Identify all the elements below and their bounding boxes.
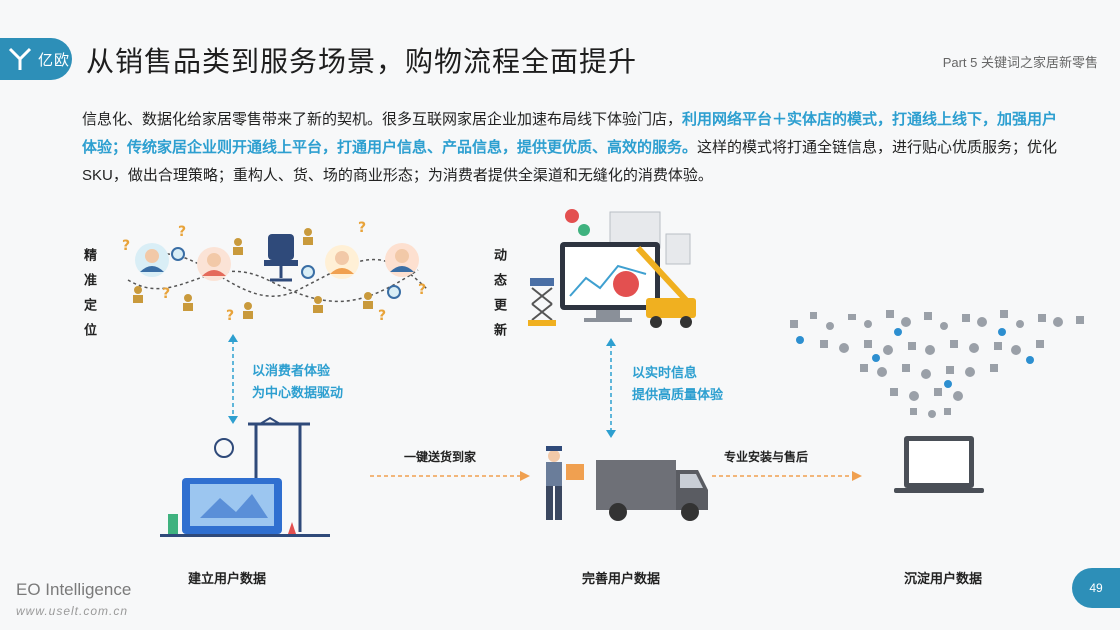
highlighted-data-icons	[796, 328, 1034, 388]
delivery-truck-illustration	[546, 446, 708, 521]
note-left-line-1: 以消费者体验	[252, 363, 331, 378]
intro-text-1: 信息化、数据化给家居零售带来了新的契机。很多互联网家居企业加速布局线下体验门店，	[82, 111, 683, 128]
scissor-lift-icon	[528, 278, 556, 326]
svg-text:?: ?	[122, 238, 130, 254]
data-icons-cloud	[790, 310, 1084, 418]
footer-brand: EO Intelligence	[16, 580, 132, 599]
gear-icon	[214, 438, 234, 458]
precise-positioning-label: 精准定位	[82, 248, 97, 348]
check-icon	[578, 224, 590, 236]
intro-paragraph: 信息化、数据化给家居零售带来了新的契机。很多互联网家居企业加速布局线下体验门店，…	[82, 106, 1062, 190]
step-build-user-data: 建立用户数据	[187, 571, 266, 586]
truck-icon	[596, 460, 708, 521]
connector-middle	[606, 338, 616, 438]
svg-text:?: ?	[418, 282, 426, 298]
person-icon	[133, 228, 373, 319]
step-accumulate-user-data: 沉淀用户数据	[903, 571, 982, 586]
laptop-icon	[894, 436, 984, 493]
note-consumer-driven: 以消费者体验 为中心数据驱动	[252, 360, 343, 404]
page-title: 从销售品类到服务场景，购物流程全面提升	[86, 46, 638, 77]
connector-left	[228, 334, 238, 424]
step-refine-user-data: 完善用户数据	[581, 571, 660, 586]
avatar-icon	[385, 243, 419, 277]
intro-text-2: 这样的模式将打通全链信息，进行贴心优质服务；优化SKU，做出合理策略；重构人、货…	[82, 139, 1058, 184]
intro-highlight: 利用网络平台＋实体店的模式，打通线上线下，加强用户体验；传统家居企业则开通线上平…	[82, 111, 1058, 156]
dynamic-update-label: 动态更新	[492, 248, 507, 348]
logo-mark-icon	[8, 47, 32, 70]
page-number: 49	[1072, 568, 1120, 608]
question-mark-icon: ??? ????	[122, 220, 426, 324]
svg-text:?: ?	[178, 224, 186, 240]
svg-text:?: ?	[226, 308, 234, 324]
avatar-icon	[197, 247, 231, 281]
arrow-label-home-delivery: 一键送货到家	[404, 450, 477, 464]
plant-icon	[168, 514, 178, 534]
delivery-person-icon	[546, 446, 584, 520]
arrow-installation	[712, 471, 862, 481]
note-left-line-2: 为中心数据驱动	[252, 385, 344, 400]
note-mid-line-1: 以实时信息	[632, 365, 698, 380]
avatar-icon	[325, 245, 359, 279]
section-label: Part 5 关键词之家居新零售	[942, 55, 1098, 70]
watermark: www.uselt.com.cn	[16, 604, 129, 618]
avatar-icon	[135, 243, 169, 277]
arrow-home-delivery	[370, 471, 530, 481]
svg-text:?: ?	[358, 220, 366, 236]
logo-text: 亿欧	[38, 51, 71, 69]
close-icon	[565, 209, 579, 223]
svg-text:?: ?	[162, 286, 170, 302]
data-funnel-illustration	[790, 310, 1084, 493]
build-data-illustration	[160, 416, 330, 537]
dynamic-update-illustration	[528, 209, 696, 328]
magnifier-icon	[171, 247, 401, 299]
note-mid-line-2: 提供高质量体验	[632, 387, 724, 402]
svg-text:?: ?	[378, 308, 386, 324]
chair-icon	[264, 234, 298, 282]
arrow-label-installation: 专业安装与售后	[724, 450, 809, 464]
brand-logo: 亿欧	[0, 38, 72, 80]
user-network-illustration: ??? ????	[122, 220, 429, 324]
note-realtime-info: 以实时信息 提供高质量体验	[632, 362, 723, 406]
crane-truck-icon	[635, 245, 696, 328]
